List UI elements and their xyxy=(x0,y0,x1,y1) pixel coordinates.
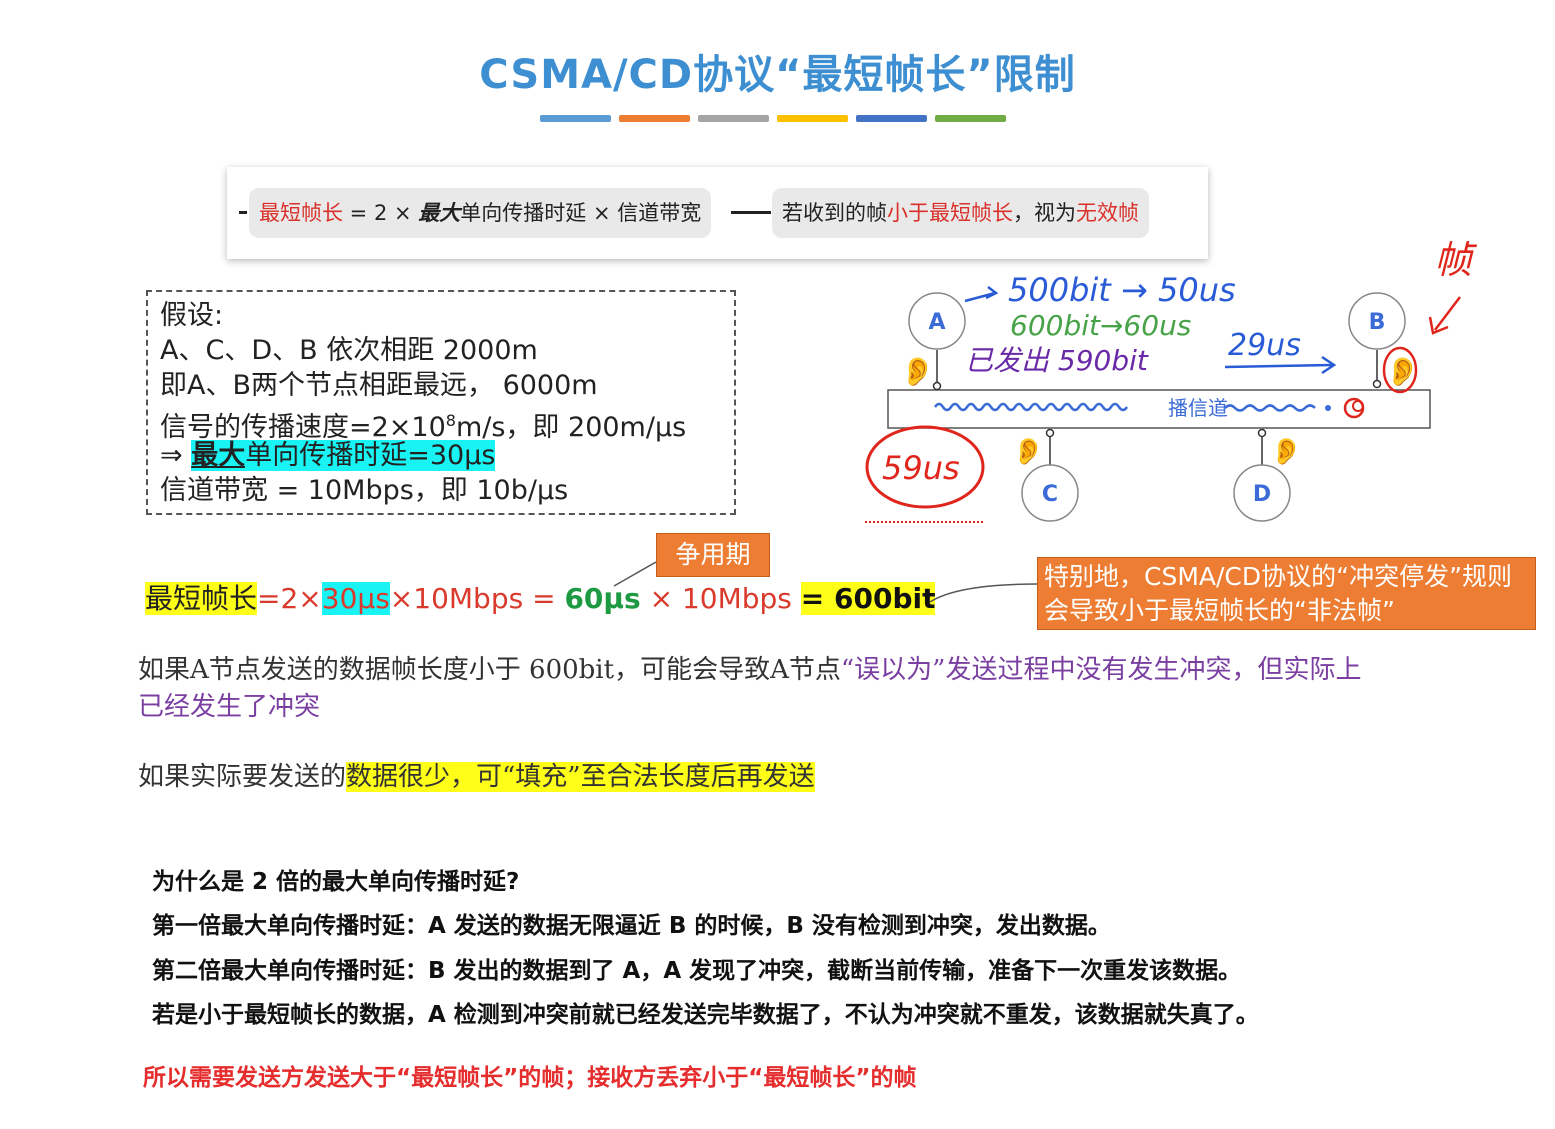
why-short-frame: 若是小于最短帧长的数据，A 检测到冲突前就已经发送完毕数据了，不认为冲突就不重发… xyxy=(152,1002,1259,1028)
speed-part-a: 信号的传播速度=2×10 xyxy=(160,412,446,443)
formula-eq: = 2 × xyxy=(343,201,419,225)
page-title: CSMA/CD协议“最短帧长”限制 xyxy=(479,52,1076,98)
assumption-heading: 假设: xyxy=(160,300,224,331)
color-segment-2 xyxy=(619,115,690,122)
para1-part-b: “误以为”发送过程中没有发生冲突，但实际上已经发生了冲突 xyxy=(138,655,1362,722)
note-59us: 59us xyxy=(882,449,960,487)
assumption-box: 假设: A、C、D、B 依次相距 2000m 即A、B两个节点相距最远， 600… xyxy=(146,290,736,515)
paragraph-misjudge: 如果A节点发送的数据帧长度小于 600bit，可能会导致A节点“误以为”发送过程… xyxy=(138,652,1378,726)
node-a xyxy=(908,292,966,350)
color-segment-1 xyxy=(540,115,611,122)
why-question: 为什么是 2 倍的最大单向传播时延? xyxy=(152,869,520,895)
calc-p1: =2× xyxy=(257,582,322,615)
strip-dash xyxy=(239,211,247,214)
why-second-delay: 第二倍最大单向传播时延：B 发出的数据到了 A，A 发现了冲突，截断当前传输，准… xyxy=(152,958,1242,984)
node-d-tap xyxy=(1257,428,1267,438)
invalid-frame-rule: 若收到的帧小于最短帧长，视为无效帧 xyxy=(772,188,1149,238)
arrow-head xyxy=(985,286,999,300)
calc-term: 最短帧长 xyxy=(145,582,258,615)
note-29us: 29us xyxy=(1228,328,1301,363)
pointer-line xyxy=(613,561,657,587)
signal-wave xyxy=(933,402,1129,412)
formula-term: 最短帧长 xyxy=(259,201,343,225)
ear-icon: 👂 xyxy=(900,355,935,388)
formula-max: 最大 xyxy=(418,201,461,225)
ear-highlight xyxy=(1382,346,1418,394)
color-segment-3 xyxy=(698,115,769,122)
assumption-spacing: A、C、D、B 依次相距 2000m xyxy=(160,335,538,366)
delay-arrow: ⇒ xyxy=(160,440,192,471)
conclusion: 所以需要发送方发送大于“最短帧长”的帧；接收方丢弃小于“最短帧长”的帧 xyxy=(143,1065,917,1091)
assumption-delay: ⇒ 最大单向传播时延=30μs xyxy=(160,438,496,473)
rule-part-a: 若收到的帧 xyxy=(782,201,887,225)
node-d-label: D xyxy=(1253,482,1271,507)
para2-part-b: 数据很少，可“填充”至合法长度后再发送 xyxy=(346,762,815,792)
ear-icon: 👂 xyxy=(1012,436,1044,467)
arrow-head xyxy=(1321,355,1337,375)
calc-p5: × 10Mbps xyxy=(640,582,801,615)
node-b-tap xyxy=(1372,379,1382,389)
special-pointer xyxy=(929,583,1039,603)
arrow-a-out xyxy=(964,291,996,303)
signal-dot xyxy=(1325,405,1331,411)
color-segment-6 xyxy=(935,115,1006,122)
arrow-frame xyxy=(1434,296,1461,331)
node-a-label: A xyxy=(928,310,945,335)
strip-connector xyxy=(731,211,771,214)
special-note: 特别地，CSMA/CD协议的“冲突停发”规则会导致小于最短帧长的“非法帧” xyxy=(1037,557,1536,630)
min-frame-formula: 最短帧长 = 2 × 最大单向传播时延 × 信道带宽 xyxy=(249,188,712,238)
node-a-tap xyxy=(932,381,942,391)
bus-diagram: 播信道 A 👂 B 👂 C 👂 D 👂 500bit → 50us 600bit… xyxy=(865,238,1478,523)
speed-part-b: m/s，即 200m/μs xyxy=(455,412,687,443)
note-sent: 已发出 590bit xyxy=(965,344,1149,377)
para1-part-a: 如果A节点发送的数据帧长度小于 600bit，可能会导致A节点 xyxy=(138,655,841,685)
node-c xyxy=(1021,464,1079,522)
delay-rest: 单向传播时延=30μs xyxy=(245,440,496,471)
para2-part-a: 如果实际要发送的 xyxy=(138,762,347,792)
contention-pointer xyxy=(613,561,657,587)
circle-59us xyxy=(865,425,985,509)
ear-icon: 👂 xyxy=(1270,436,1302,467)
note-500bit: 500bit → 50us xyxy=(1008,271,1236,309)
color-segment-5 xyxy=(856,115,927,122)
signal-wave-tail xyxy=(1224,404,1316,412)
calc-p2: 30μs xyxy=(321,582,390,615)
contention-period-label: 争用期 xyxy=(656,533,770,577)
calc-result: = 600bit xyxy=(800,582,936,615)
speed-exponent: 8 xyxy=(445,411,456,430)
pointer-line xyxy=(929,583,1039,603)
collision-mark-inner xyxy=(1352,400,1364,412)
rule-part-c: ，视为 xyxy=(1013,201,1076,225)
note-frame: 帧 xyxy=(1434,238,1478,282)
rule-part-d: 无效帧 xyxy=(1076,201,1139,225)
note-600bit: 600bit→60us xyxy=(1010,309,1191,342)
arrow-29us xyxy=(1224,363,1333,369)
arrow-head xyxy=(1428,316,1449,335)
title-color-bar xyxy=(540,115,1006,122)
why-first-delay: 第一倍最大单向传播时延：A 发送的数据无限逼近 B 的时候，B 没有检测到冲突，… xyxy=(152,913,1111,939)
assumption-speed: 信号的传播速度=2×108m/s，即 200m/μs xyxy=(160,403,686,445)
node-b xyxy=(1348,292,1406,350)
formula-rest: 单向传播时延 × 信道带宽 xyxy=(460,201,702,225)
calc-p3: ×10Mbps = xyxy=(389,582,565,615)
assumption-distance: 即A、B两个节点相距最远， 6000m xyxy=(160,370,598,401)
node-c-label: C xyxy=(1042,482,1058,507)
rule-part-b: 小于最短帧长 xyxy=(887,201,1013,225)
min-frame-calculation: 最短帧长=2×30μs×10Mbps = 60μs × 10Mbps = 600… xyxy=(145,580,936,618)
color-segment-4 xyxy=(777,115,848,122)
assumption-bandwidth: 信道带宽 = 10Mbps，即 10b/μs xyxy=(160,475,569,506)
bus-channel xyxy=(887,389,1431,429)
calc-p4: 60μs xyxy=(564,582,641,615)
paragraph-padding: 如果实际要发送的数据很少，可“填充”至合法长度后再发送 xyxy=(138,759,1378,796)
node-d xyxy=(1233,464,1291,522)
delay-max: 最大 xyxy=(191,440,246,471)
node-b-label: B xyxy=(1369,310,1386,335)
node-c-tap xyxy=(1045,428,1055,438)
formula-strip: 最短帧长 = 2 × 最大单向传播时延 × 信道带宽 若收到的帧小于最短帧长，视… xyxy=(227,167,1208,259)
channel-label: 播信道 xyxy=(1168,396,1228,420)
